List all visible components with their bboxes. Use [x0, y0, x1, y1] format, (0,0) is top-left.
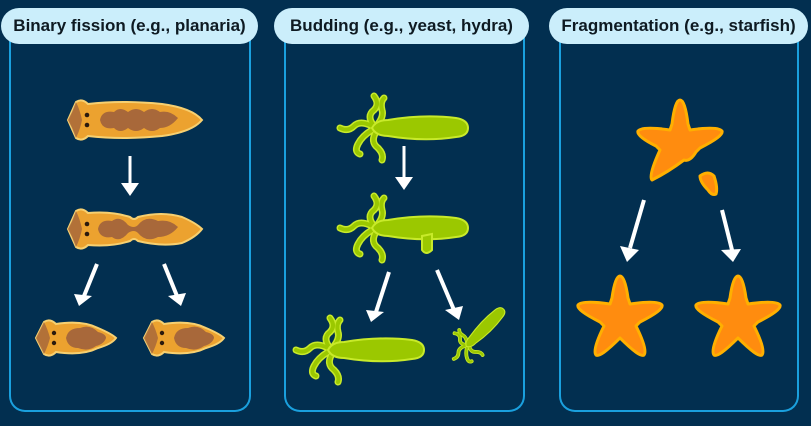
planarian-daughter-left	[35, 319, 117, 357]
panel-title-binary-fission: Binary fission (e.g., planaria)	[1, 8, 258, 44]
panel-fragmentation	[559, 26, 799, 412]
panel-budding	[284, 26, 525, 412]
hydra-adult-after	[296, 318, 424, 382]
arrow-down-right-icon	[162, 263, 186, 306]
panel-binary-fission	[9, 26, 251, 412]
starfish-regenerated-left	[576, 274, 664, 357]
arrow-down-icon	[121, 156, 139, 196]
starfish-regenerated-right	[694, 274, 782, 357]
starfish-fragmenting	[636, 98, 724, 196]
arrow-down-right-icon	[435, 269, 463, 320]
arrow-down-left-icon	[74, 263, 99, 306]
planarian-daughter-right	[143, 319, 225, 357]
panel-title-fragmentation: Fragmentation (e.g., starfish)	[549, 8, 808, 44]
arrow-down-right-icon	[720, 209, 741, 262]
panel-title-budding: Budding (e.g., yeast, hydra)	[274, 8, 529, 44]
arrow-down-icon	[395, 146, 413, 190]
hydra-with-bud	[340, 196, 468, 260]
planarian-whole	[67, 99, 203, 141]
arrow-down-left-icon	[366, 271, 391, 322]
arrow-down-left-icon	[620, 199, 646, 262]
planarian-constricting	[67, 208, 203, 250]
